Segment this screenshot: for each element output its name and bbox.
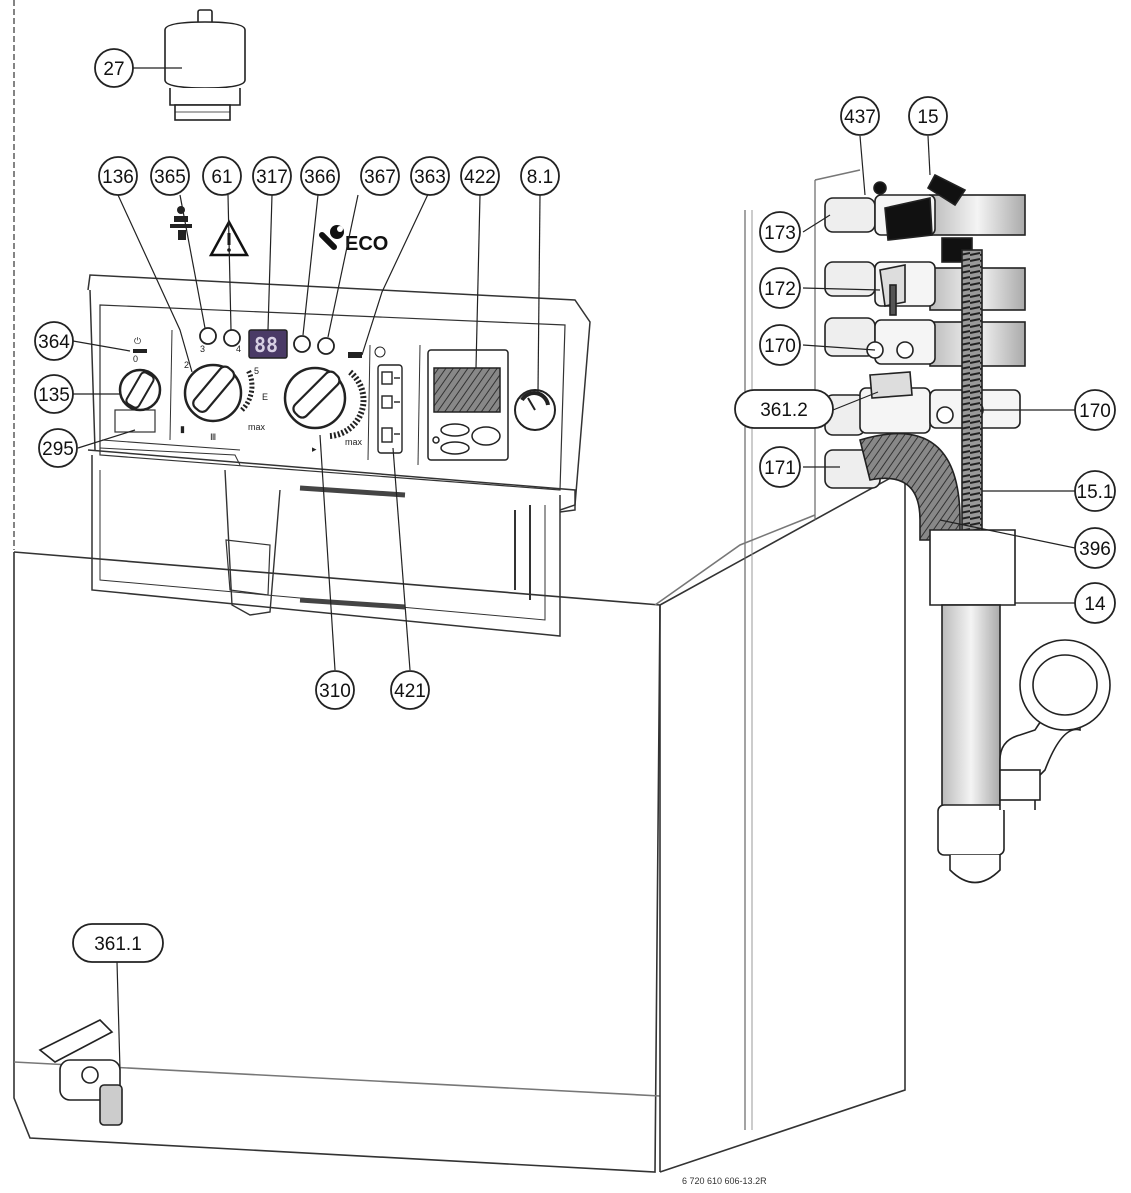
callout-317-text: 317 [256, 167, 288, 188]
callout-170-lower-text: 170 [1079, 401, 1111, 422]
callout-61: 61 [202, 156, 242, 196]
callout-366-text: 366 [304, 167, 336, 188]
callout-361-2: 361.2 [734, 389, 834, 429]
callout-171: 171 [759, 446, 801, 488]
callout-367-text: 367 [364, 167, 396, 188]
dial-right-max: max [345, 437, 363, 447]
control-panel [87, 274, 591, 637]
small-indicator [374, 346, 386, 358]
callout-170-upper-text: 170 [764, 336, 796, 357]
callout-361-2-text: 361.2 [760, 400, 808, 421]
auto-air-vent [164, 9, 246, 121]
callout-173-text: 173 [764, 223, 796, 244]
callout-310: 310 [315, 670, 355, 710]
leader-lines [72, 67, 1076, 1071]
bar-indicator-363 [348, 352, 362, 358]
eco-button-367[interactable] [317, 337, 335, 355]
wrench-icon [319, 225, 344, 250]
callout-135-text: 135 [38, 385, 70, 406]
dial-mark-5: 5 [254, 366, 259, 376]
callout-27: 27 [94, 48, 134, 88]
callout-15: 15 [908, 96, 948, 136]
figure-reference: 6 720 610 606-13.2R [682, 1176, 767, 1186]
callout-295-text: 295 [42, 439, 74, 460]
hot-water-temp-dial[interactable] [283, 366, 367, 439]
callout-15-1-text: 15.1 [1077, 482, 1114, 503]
callout-396: 396 [1074, 527, 1116, 569]
callout-135: 135 [34, 374, 74, 414]
pipe-assembly [824, 173, 1111, 884]
callout-364-text: 364 [38, 332, 70, 353]
drain-tap [38, 1019, 123, 1126]
timer-module-421[interactable] [377, 364, 403, 454]
callout-367: 367 [360, 156, 400, 196]
reset-button-61[interactable] [223, 329, 241, 347]
callout-172-text: 172 [764, 279, 796, 300]
callout-8-1: 8.1 [520, 156, 560, 196]
callout-136: 136 [98, 156, 138, 196]
dial-mark-2: 2 [184, 360, 189, 370]
main-switch[interactable]: 0 [118, 354, 162, 412]
callout-437-text: 437 [844, 107, 876, 128]
service-button-366[interactable] [293, 335, 311, 353]
callout-15-text: 15 [917, 107, 938, 128]
dial-left-max: max [248, 422, 266, 432]
callout-421: 421 [390, 670, 430, 710]
callout-170-lower: 170 [1074, 389, 1116, 431]
callout-295: 295 [38, 428, 78, 468]
callout-422-text: 422 [464, 167, 496, 188]
burner-indicator-364 [133, 349, 147, 353]
switch-mark: 0 [133, 354, 138, 364]
heating-small-icon: ▮ [180, 424, 185, 434]
callout-172: 172 [759, 267, 801, 309]
callout-170-upper: 170 [759, 324, 801, 366]
callout-61-text: 61 [211, 167, 232, 188]
callout-396-text: 396 [1079, 539, 1111, 560]
eco-symbol: ECO [345, 233, 388, 255]
callout-136-text: 136 [102, 167, 134, 188]
chimney-sweep-icon [170, 206, 192, 240]
callout-14: 14 [1074, 582, 1116, 624]
callout-437: 437 [840, 96, 880, 136]
dial-mark-4: 4 [236, 344, 241, 354]
callout-171-text: 171 [764, 458, 796, 479]
callout-361-1: 361.1 [72, 923, 164, 963]
callout-365-text: 365 [154, 167, 186, 188]
dial-mark-e: E [262, 392, 268, 402]
callout-363: 363 [410, 156, 450, 196]
pressure-gauge-8-1 [514, 389, 556, 431]
callout-422: 422 [460, 156, 500, 196]
callout-8-1-text: 8.1 [527, 167, 553, 188]
power-symbol-icon: ⏻ [134, 336, 141, 346]
callout-310-text: 310 [319, 681, 351, 702]
callout-317: 317 [252, 156, 292, 196]
callout-364: 364 [34, 321, 74, 361]
dial-mark-3: 3 [200, 344, 205, 354]
callout-15-1: 15.1 [1074, 470, 1116, 512]
callout-363-text: 363 [414, 167, 446, 188]
display-digits: 88 [254, 333, 278, 357]
radiator-icon: Ⅲ [210, 432, 216, 442]
boiler-body [13, 0, 906, 1173]
dial-left-scale: 2 3 4 5 E max [184, 344, 268, 432]
callout-366: 366 [300, 156, 340, 196]
callout-421-text: 421 [394, 681, 426, 702]
callout-27-text: 27 [103, 59, 124, 80]
chimney-sweep-button-365[interactable] [199, 327, 217, 345]
tap-icon: ▸ [312, 444, 317, 454]
controller-module-422[interactable] [427, 349, 509, 461]
display-317: 88 [248, 329, 288, 359]
callout-365: 365 [150, 156, 190, 196]
callout-173: 173 [759, 211, 801, 253]
callout-14-text: 14 [1084, 594, 1106, 615]
callout-361-1-text: 361.1 [94, 934, 142, 955]
heating-temp-dial[interactable] [183, 363, 255, 423]
